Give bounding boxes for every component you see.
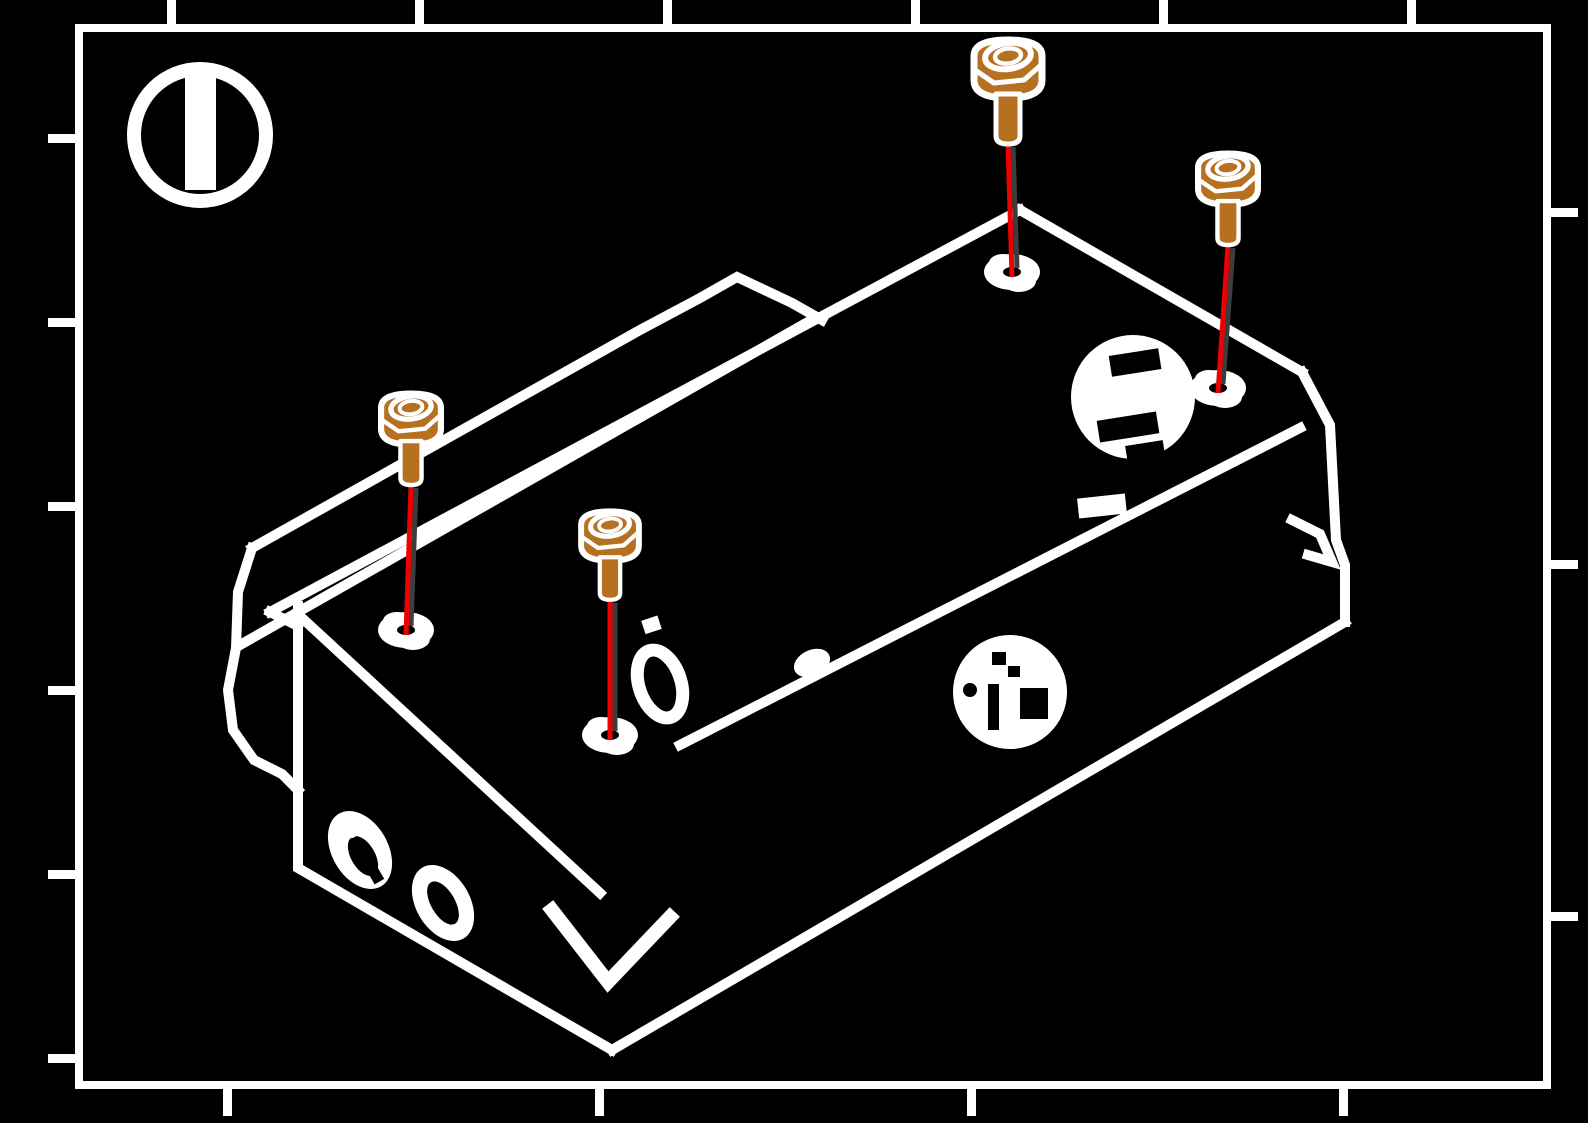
enclosure-left-cap — [222, 541, 306, 798]
screw-top-guide-line — [1005, 143, 1015, 278]
tick-bottom — [967, 1085, 976, 1116]
surface-slot — [1077, 493, 1127, 519]
washer-ring — [630, 615, 690, 725]
enclosure-rim-inner — [233, 311, 822, 652]
tick-top — [415, 0, 424, 28]
tick-left — [48, 318, 79, 327]
step-indicator-glyph — [185, 68, 216, 190]
footswitch-boss — [953, 635, 1067, 749]
tick-top — [663, 0, 672, 28]
enclosure-rim-with-tab — [245, 271, 829, 555]
screw-left-guide-shadow — [408, 487, 419, 627]
side-jack-hole-b — [411, 865, 475, 941]
enclosure-right-wall-edge — [1295, 365, 1350, 627]
screw-right-guide-line — [1215, 244, 1231, 394]
screw-left-guide-line — [403, 484, 414, 636]
tick-top — [1159, 0, 1168, 28]
screw-top-guide-shadow — [1010, 146, 1020, 269]
corner-seam-notch — [542, 900, 680, 993]
frame-border — [48, 0, 1578, 1116]
screw-right-guide-shadow — [1220, 247, 1236, 385]
fasteners-layer — [378, 40, 1258, 755]
enclosure-front-right-edge — [673, 421, 1307, 752]
tick-left — [48, 686, 79, 695]
step-indicator — [127, 62, 273, 208]
enclosure-features — [327, 335, 1195, 941]
enclosure-bottom-right-edge — [605, 615, 1352, 1057]
right-edge-hook — [1285, 513, 1341, 570]
tick-left — [48, 134, 79, 143]
screw-left-assembly — [378, 393, 441, 650]
screw-middle-assembly — [581, 511, 639, 755]
tick-bottom — [1339, 1085, 1348, 1116]
tick-right — [1547, 912, 1578, 921]
tick-left — [48, 1054, 79, 1063]
side-jack-hole-a — [327, 811, 393, 889]
screw-top-assembly — [974, 40, 1042, 292]
screw-middle — [581, 511, 639, 599]
tick-top — [911, 0, 920, 28]
screw-right-assembly — [1190, 153, 1258, 408]
tick-top — [1407, 0, 1416, 28]
screw-right — [1198, 153, 1258, 245]
enclosure-west-corner-join — [263, 605, 305, 633]
surface-dot — [793, 648, 831, 678]
ruler-ticks — [48, 0, 1578, 1116]
enclosure-front-left-edge — [294, 610, 608, 901]
potentiometer-boss — [1071, 335, 1195, 461]
enclosure-outline — [222, 203, 1352, 1057]
tick-right — [1547, 208, 1578, 217]
border-rectangle — [75, 24, 1551, 1089]
enclosure-edge-lid-right — [1013, 203, 1309, 379]
tick-bottom — [595, 1085, 604, 1116]
tick-right — [1547, 560, 1578, 569]
tick-top — [167, 0, 176, 28]
tick-left — [48, 870, 79, 879]
enclosure-left-wall-edge — [293, 601, 619, 1057]
tick-left — [48, 502, 79, 511]
screw-top — [974, 40, 1042, 144]
tick-bottom — [223, 1085, 232, 1116]
